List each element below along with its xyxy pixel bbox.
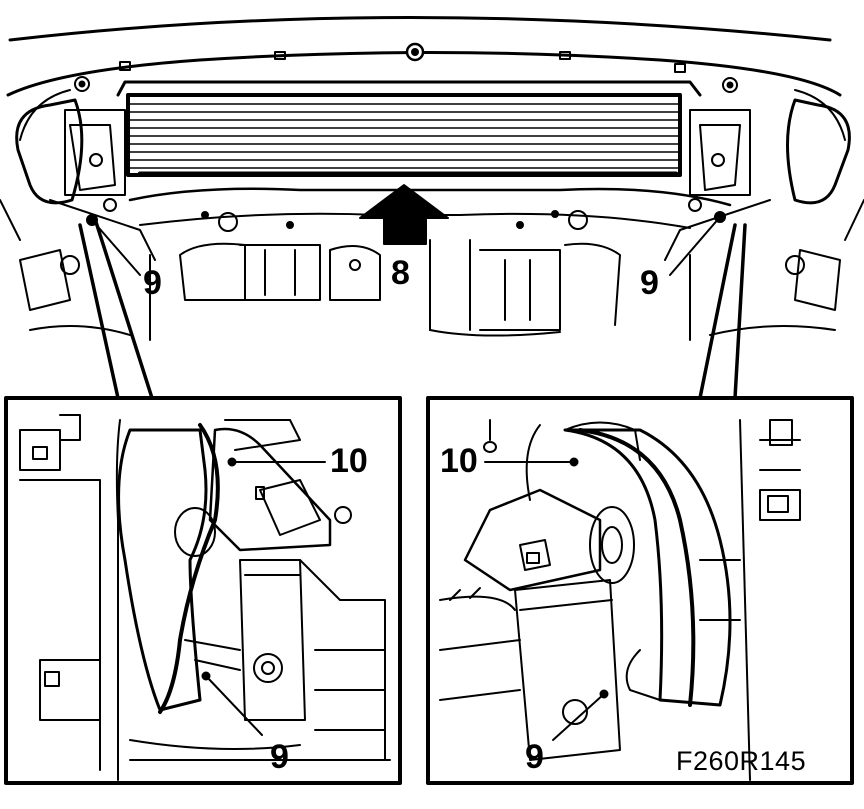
right-bracket	[664, 109, 771, 261]
radiator	[116, 80, 702, 177]
overview-drawing	[0, 16, 864, 400]
callout-9-left-inset: 9	[270, 738, 289, 776]
callout-9-right-inset: 9	[525, 738, 544, 776]
inset-right	[426, 396, 854, 785]
callout-8: 8	[391, 254, 410, 292]
callout-10-right-inset: 10	[440, 442, 478, 480]
inset-left	[4, 396, 402, 785]
left-bracket	[49, 109, 156, 261]
direction-arrow-icon	[359, 184, 449, 245]
callout-10-left-inset: 10	[330, 442, 368, 480]
callout-9-right: 9	[640, 264, 659, 302]
callout-9-left: 9	[143, 264, 162, 302]
figure-code: F260R145	[676, 746, 807, 776]
